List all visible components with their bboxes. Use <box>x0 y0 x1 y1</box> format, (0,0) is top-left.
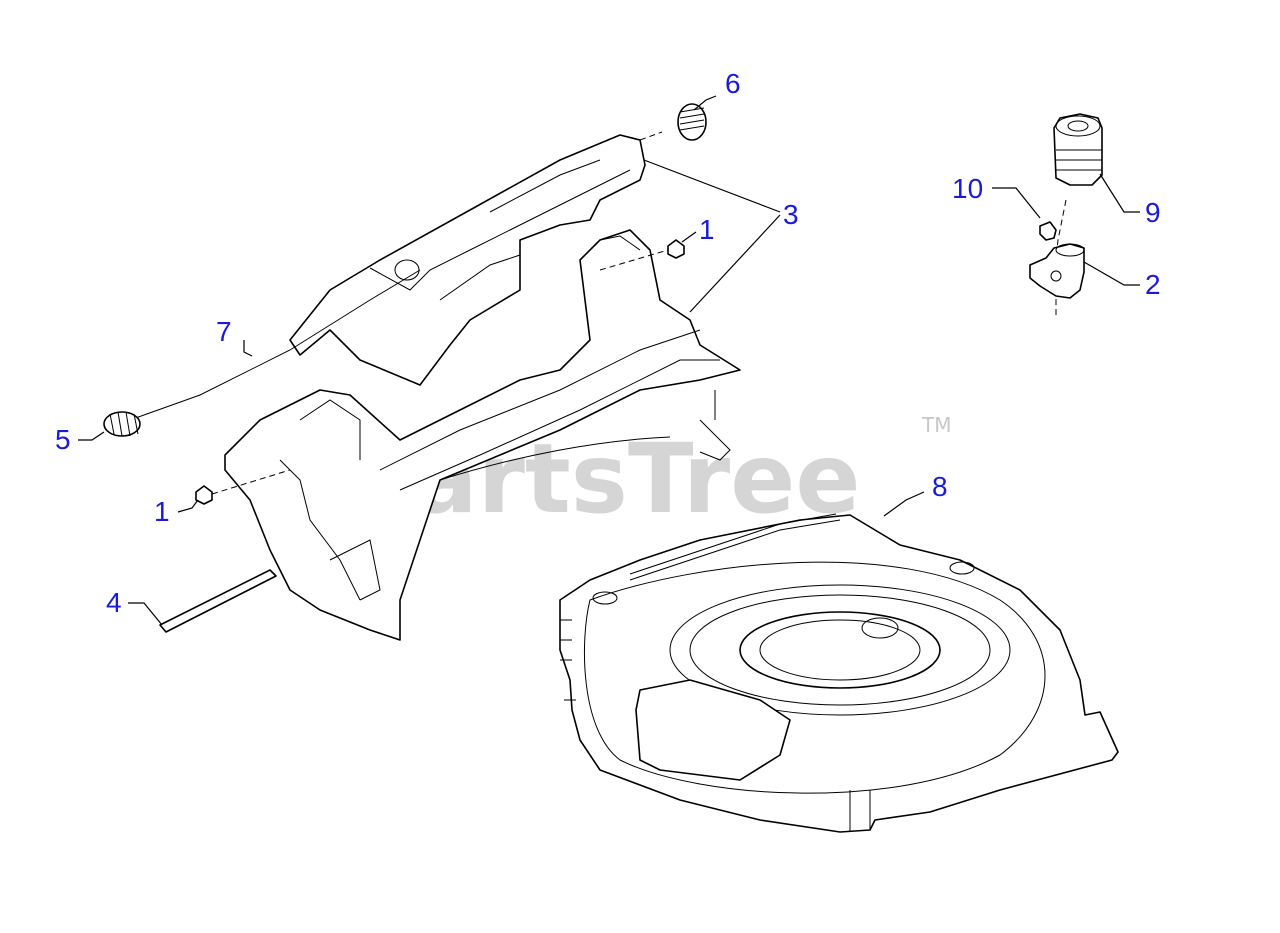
alignment-line <box>639 131 663 141</box>
part-5-spring[interactable] <box>103 411 141 437</box>
leader-1b <box>177 499 199 513</box>
leader-3b <box>689 214 781 313</box>
leader-9 <box>1099 173 1140 213</box>
callout-1: 1 <box>154 496 170 527</box>
part-6-spring[interactable] <box>677 103 707 141</box>
leader-4 <box>128 602 163 626</box>
leader-6 <box>693 95 717 111</box>
part-7-rear-flap[interactable] <box>289 134 646 386</box>
callout-8: 8 <box>932 471 948 502</box>
callout-10: 10 <box>952 173 983 204</box>
callout-9: 9 <box>1145 197 1161 228</box>
part-9-knob[interactable] <box>1053 113 1103 186</box>
callout-7: 7 <box>216 316 232 347</box>
part-2-shaft-bracket[interactable] <box>1029 243 1085 299</box>
callout-5: 5 <box>55 424 71 455</box>
part-3-rear-frame[interactable] <box>224 229 741 641</box>
leader-1a <box>681 231 697 243</box>
leader-5 <box>78 431 105 441</box>
leader-10 <box>992 187 1041 219</box>
callout-4: 4 <box>106 587 122 618</box>
leader-3a <box>643 159 781 213</box>
part-8-deck[interactable] <box>559 513 1119 833</box>
part-1-nut-upper[interactable] <box>667 239 685 259</box>
leader-2 <box>1083 261 1140 286</box>
callout-1: 1 <box>699 214 715 245</box>
leader-7 <box>243 340 253 357</box>
part-4-rod[interactable] <box>159 569 277 633</box>
leader-8 <box>883 491 925 517</box>
callout-labels: 6 3 1 7 5 1 4 8 10 9 2 <box>55 68 1161 618</box>
callout-6: 6 <box>725 68 741 99</box>
watermark-trademark: TM <box>921 413 951 437</box>
part-10-pin[interactable] <box>1039 221 1057 241</box>
callout-3: 3 <box>783 199 799 230</box>
leader-lines <box>78 95 1140 626</box>
part-7-cable[interactable] <box>129 269 421 421</box>
alignment-line <box>211 469 291 495</box>
part-1-nut-lower[interactable] <box>195 485 213 505</box>
alignment-line <box>599 249 669 271</box>
callout-2: 2 <box>1145 269 1161 300</box>
